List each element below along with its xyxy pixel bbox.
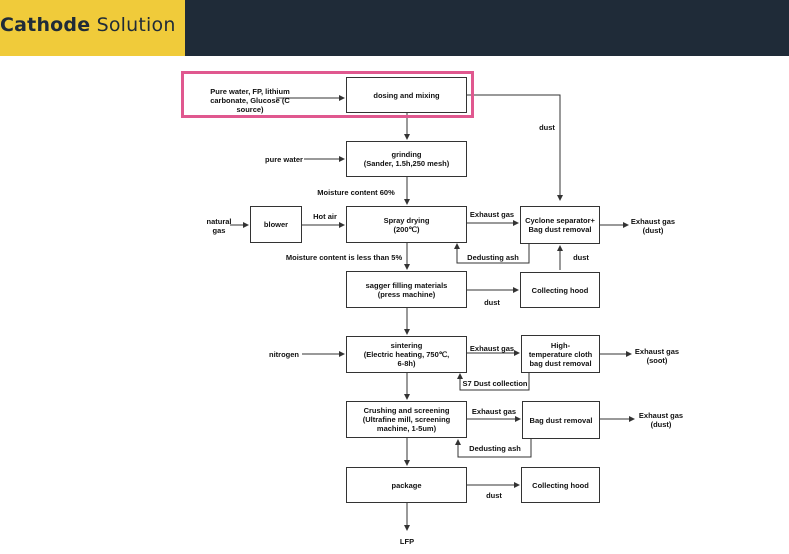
dedusting-ash-label-2: Dedusting ash [469, 444, 521, 453]
s7-dust-collection-label: S7 Dust collection [462, 379, 528, 388]
header-accent [0, 0, 185, 56]
dedusting-ash-label-1: Dedusting ash [467, 253, 519, 262]
exhaust-gas-label-3: Exhaust gas [471, 407, 517, 416]
spray-drying-box: Spray drying (200℃) [346, 206, 467, 243]
page-title: Cathode Solution [0, 14, 176, 36]
sintering-box: sintering (Electric heating, 750℃, 6-8h) [346, 336, 467, 373]
nitrogen-label: nitrogen [269, 350, 299, 359]
dust-label-1: dust [539, 123, 555, 132]
natural-gas-label: natural gas [206, 217, 232, 235]
crushing-screening-box: Crushing and screening (Ultrafine mill, … [346, 401, 467, 438]
header-bar: Cathode Solution [0, 0, 789, 56]
lfp-label: LFP [399, 537, 415, 546]
dust-label-4: dust [486, 491, 502, 500]
collecting-hood-box-2: Collecting hood [521, 467, 600, 503]
package-box: package [346, 467, 467, 503]
exhaust-gas-label-2: Exhaust gas [469, 344, 515, 353]
sagger-filling-box: sagger filling materials (press machine) [346, 271, 467, 308]
moisture-5-label: Moisture content is less than 5% [285, 253, 403, 262]
exhaust-gas-label-1: Exhaust gas [469, 210, 515, 219]
hot-air-label: Hot air [313, 212, 337, 221]
inputs-label: Pure water, FP, lithium carbonate, Gluco… [210, 87, 290, 114]
dust-label-2: dust [573, 253, 589, 262]
exhaust-dust-label-2: Exhaust gas (dust) [638, 411, 684, 429]
exhaust-dust-label-1: Exhaust gas (dust) [630, 217, 676, 235]
pure-water-label: pure water [265, 155, 303, 164]
high-temp-bag-dust-box: High- temperature cloth bag dust removal [521, 335, 600, 373]
cyclone-separator-box: Cyclone separator+ Bag dust removal [520, 206, 600, 244]
highlight-frame [181, 71, 474, 118]
bag-dust-removal-box: Bag dust removal [522, 401, 600, 439]
dosing-mixing-box: dosing and mixing [346, 77, 467, 113]
collecting-hood-box-1: Collecting hood [520, 272, 600, 308]
moisture-60-label: Moisture content 60% [317, 188, 395, 197]
blower-box: blower [250, 206, 302, 243]
grinding-box: grinding (Sander, 1.5h,250 mesh) [346, 141, 467, 177]
exhaust-soot-label: Exhaust gas (soot) [634, 347, 680, 365]
dust-label-3: dust [484, 298, 500, 307]
